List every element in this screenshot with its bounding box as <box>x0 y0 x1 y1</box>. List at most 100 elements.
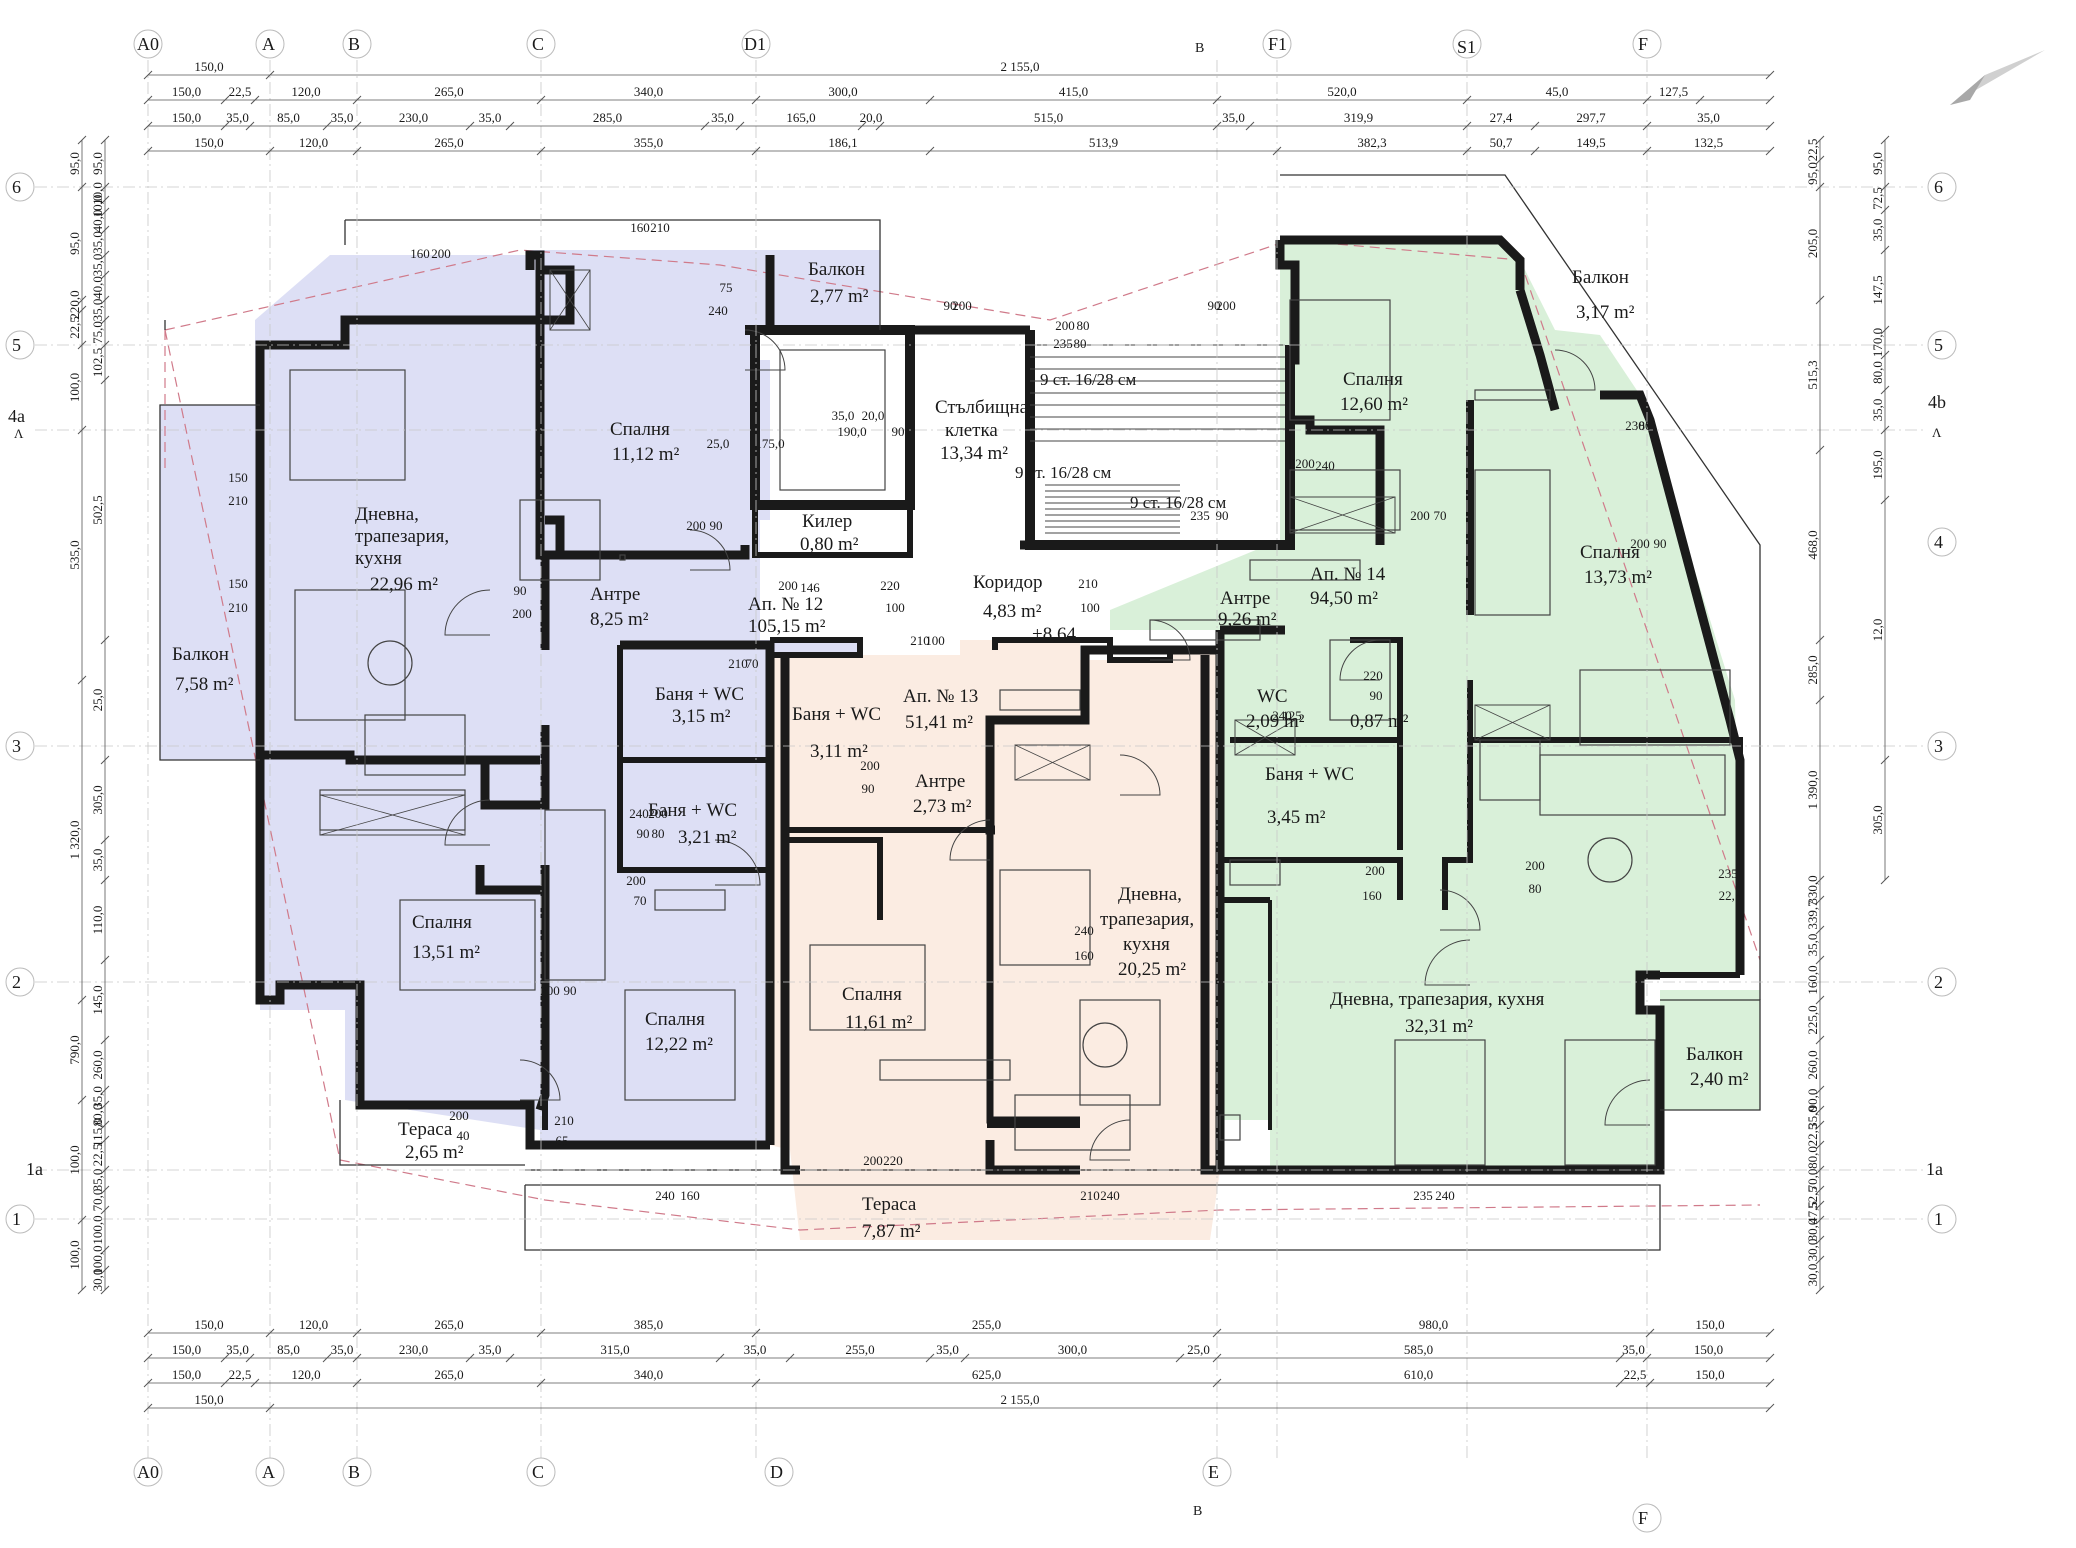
dim-tick <box>77 1095 87 1105</box>
room-name: Спалня <box>412 912 472 933</box>
apartment-fills <box>160 240 1760 1240</box>
dim-tick <box>1815 1085 1825 1095</box>
dim-tick <box>100 207 110 217</box>
level-mark: +8,64 <box>1032 624 1076 645</box>
dim-label: 22,5 <box>1805 1124 1820 1147</box>
axis-bubble <box>1632 1503 1662 1533</box>
dim-label: 230,0 <box>399 1342 428 1357</box>
opening-dim: 160 <box>630 220 650 235</box>
apartment-area: 51,41 m² <box>905 712 973 733</box>
dim-label: 385,0 <box>634 1317 663 1332</box>
dim-label: 150,0 <box>172 1342 201 1357</box>
wall <box>480 725 550 810</box>
ap13-fill <box>770 640 1220 1240</box>
room-name: Тераса <box>398 1119 453 1140</box>
wall <box>1080 645 1220 660</box>
wall <box>1025 330 1295 550</box>
dim-tick <box>77 305 87 315</box>
dim-label: 85,0 <box>277 110 300 125</box>
dim-label: 35,0 <box>1870 219 1885 242</box>
opening-dim: 240 <box>708 303 728 318</box>
dim-label: 220,0 <box>67 290 82 319</box>
dim-tick <box>1880 350 1890 360</box>
wall <box>255 345 770 1150</box>
dim-tick <box>1880 205 1890 215</box>
axis-bubble <box>5 967 35 997</box>
room-name: Килер <box>802 511 852 532</box>
room-area: 3,21 m² <box>678 827 737 848</box>
room-area: 9,26 m² <box>1218 609 1277 630</box>
balcony-2-77 <box>700 250 880 335</box>
dim-tick <box>857 121 867 131</box>
room-area: 8,25 m² <box>590 609 649 630</box>
dim-tick <box>1880 182 1890 192</box>
opening-dim: 240 <box>1272 708 1292 723</box>
round-table <box>1587 837 1633 883</box>
dim-tick <box>925 146 935 156</box>
wall <box>255 250 545 400</box>
room-name: Спалня <box>842 984 902 1005</box>
dim-tick <box>1815 1035 1825 1045</box>
opening-dim: 200 <box>1630 536 1650 551</box>
dim-label: 790,0 <box>67 1035 82 1064</box>
opening-dim: 210 <box>650 220 670 235</box>
dim-label: 70,0 <box>90 1189 105 1212</box>
dim-label: 35,0 <box>479 110 502 125</box>
dim-tick <box>100 635 110 645</box>
opening-dim: 200 <box>1410 508 1430 523</box>
wardrobe-diagonal <box>1234 719 1296 756</box>
opening-dim: 90 <box>1208 298 1221 313</box>
room-name: Балкон <box>1572 267 1629 288</box>
opening-dim: 160 <box>680 1188 700 1203</box>
room-name: Дневна, трапезария, кухня <box>1330 989 1545 1010</box>
axis-label: B <box>348 34 360 54</box>
outline <box>1660 999 1761 1111</box>
dim-tick <box>245 121 255 131</box>
dim-label: 980,0 <box>1419 1317 1448 1332</box>
dim-label: 80,0 <box>90 1104 105 1127</box>
opening-dim: 240 <box>1100 1188 1120 1203</box>
dim-label: 27,4 <box>1490 110 1513 125</box>
opening-dim: 90 <box>1216 508 1229 523</box>
dim-label: 515,3 <box>1805 360 1820 389</box>
room-area: 2,73 m² <box>913 796 972 817</box>
wardrobe-diagonal <box>319 794 466 836</box>
dim-tick <box>735 121 745 131</box>
dim-tick <box>100 1100 110 1110</box>
dim-label: 120,0 <box>291 1367 320 1382</box>
room-name: Коридор <box>973 572 1043 593</box>
dim-label: 35,0 <box>90 254 105 277</box>
opening-dim: 210 <box>228 600 248 615</box>
dim-tick <box>751 1378 761 1388</box>
dim-label: 35,0 <box>331 110 354 125</box>
axis-label: F1 <box>1268 34 1287 54</box>
room-area: 11,12 m² <box>612 444 680 465</box>
dim-label: 515,0 <box>1034 110 1063 125</box>
axis-label: E <box>1208 1462 1219 1482</box>
furniture <box>1229 859 1281 886</box>
dim-label: 610,0 <box>1404 1367 1433 1382</box>
opening-dim: 220 <box>1363 668 1383 683</box>
dim-label: 355,0 <box>634 135 663 150</box>
apartment-label: Ап. № 14 <box>1310 564 1386 585</box>
axis-bubble <box>342 29 372 59</box>
dim-label: 35,0 <box>226 110 249 125</box>
wall <box>987 950 1080 1128</box>
dim-tick <box>1212 95 1222 105</box>
balcony-2-40 <box>1660 990 1760 1110</box>
dim-tick <box>143 121 153 131</box>
dim-tick <box>1880 755 1890 765</box>
opening-dim: 210 <box>228 493 248 508</box>
room-name: клетка <box>945 420 998 441</box>
axis-bubble <box>1927 527 1957 557</box>
door-swing <box>1149 619 1191 661</box>
wardrobe-diagonal <box>1289 496 1396 534</box>
door-swing <box>1424 939 1471 986</box>
opening-dim: 220 <box>880 578 900 593</box>
opening-dim: 240 <box>1435 1188 1455 1203</box>
opening-dim: 160 <box>1362 888 1382 903</box>
room-area: 3,45 m² <box>1267 807 1326 828</box>
dim-tick <box>220 121 230 131</box>
axis-label: C <box>532 34 544 54</box>
